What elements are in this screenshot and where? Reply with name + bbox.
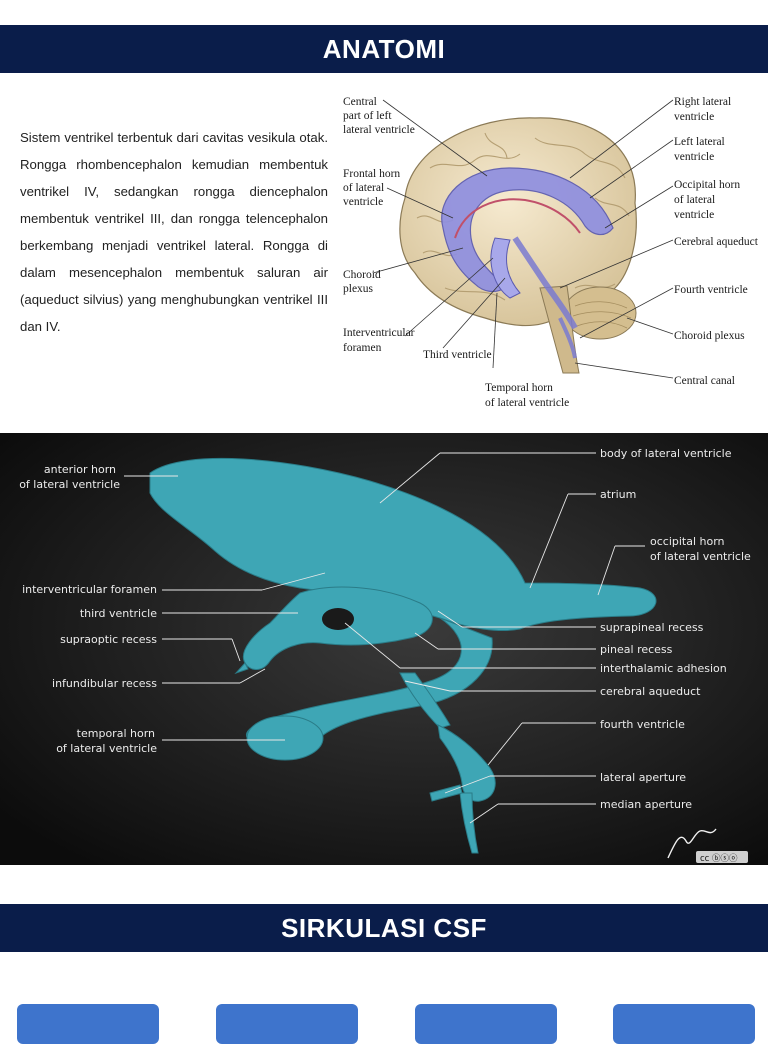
label-atrium: atrium	[600, 488, 636, 501]
label-anterior-horn: anterior horn	[44, 463, 116, 476]
label-infundibular-recess: infundibular recess	[52, 677, 157, 690]
label-occipital-horn-2: of lateral ventricle	[650, 550, 751, 563]
label-central-part-3: lateral ventricle	[343, 124, 415, 136]
label-occipital-horn-2: of lateral	[674, 194, 715, 206]
leader-lines	[372, 99, 674, 379]
label-anterior-horn-2: of lateral ventricle	[19, 478, 120, 491]
label-fourth-ventricle: Fourth ventricle	[674, 284, 748, 296]
label-fourth-ventricle: fourth ventricle	[600, 718, 685, 731]
label-lateral-aperture: lateral aperture	[600, 771, 686, 784]
artist-signature	[667, 828, 717, 859]
label-median-aperture: median aperture	[600, 798, 692, 811]
cerebellum	[563, 286, 637, 340]
section-title: ANATOMI	[322, 34, 446, 64]
flow-step-box	[17, 1004, 159, 1044]
section-header-anatomi: ANATOMI	[0, 25, 768, 73]
label-interventricular-foramen: interventricular foramen	[22, 583, 157, 596]
label-temporal-horn-2: of lateral ventricle	[56, 742, 157, 755]
label-occipital-horn-3: ventricle	[674, 209, 714, 221]
label-pineal-recess: pineal recess	[600, 643, 673, 656]
license-badge-text: cc ⓑⓢⓞ	[700, 854, 738, 864]
section-header-sirkulasi: SIRKULASI CSF	[0, 904, 768, 952]
label-choroid-plexus-left-2: plexus	[343, 283, 374, 295]
label-temporal-horn: Temporal horn	[485, 382, 553, 394]
license-badge	[696, 851, 748, 863]
label-body-lateral-ventricle: body of lateral ventricle	[600, 447, 732, 460]
label-third-ventricle: Third ventricle	[423, 349, 492, 361]
label-central-part: Central	[343, 96, 377, 108]
label-central-part-2: part of left	[343, 110, 392, 122]
label-temporal-horn: temporal horn	[77, 727, 155, 740]
label-choroid-plexus-right: Choroid plexus	[674, 330, 745, 342]
label-interventricular-foramen-2: foramen	[343, 342, 382, 354]
lateral-ventricle	[441, 167, 614, 293]
label-suprapineal-recess: suprapineal recess	[600, 621, 704, 634]
section-title: SIRKULASI CSF	[281, 913, 487, 943]
label-cerebral-aqueduct: cerebral aqueduct	[600, 685, 701, 698]
label-right-lateral-ventricle: Right lateral	[674, 96, 731, 108]
label-cerebral-aqueduct: Cerebral aqueduct	[674, 236, 759, 248]
label-occipital-horn: occipital horn	[650, 535, 725, 548]
brainstem	[539, 285, 580, 374]
interthalamic-adhesion	[322, 608, 354, 630]
ventricular-cast-illustration: anterior horn of lateral ventricle inter…	[0, 433, 768, 865]
flow-step-box	[415, 1004, 557, 1044]
label-central-canal: Central canal	[674, 375, 735, 387]
label-interventricular-foramen: Interventricular	[343, 327, 415, 339]
label-right-lateral-ventricle-2: ventricle	[674, 111, 714, 123]
brain-ventricles-illustration: Central part of left lateral ventricle F…	[343, 96, 759, 409]
label-frontal-horn-2: of lateral	[343, 182, 384, 194]
label-temporal-horn-2: of lateral ventricle	[485, 397, 569, 409]
label-choroid-plexus-left: Choroid	[343, 269, 381, 281]
label-frontal-horn: Frontal horn	[343, 168, 400, 180]
cast-leader-lines	[124, 452, 645, 824]
label-occipital-horn: Occipital horn	[674, 179, 740, 191]
flow-step-box	[216, 1004, 358, 1044]
flow-step-box	[613, 1004, 755, 1044]
label-interthalamic-adhesion: interthalamic adhesion	[600, 662, 727, 675]
brain-outline	[399, 117, 637, 327]
label-third-ventricle: third ventricle	[80, 607, 157, 620]
label-frontal-horn-3: ventricle	[343, 196, 383, 208]
label-left-lateral-ventricle: Left lateral	[674, 136, 725, 148]
label-supraoptic-recess: supraoptic recess	[60, 633, 157, 646]
label-left-lateral-ventricle-2: ventricle	[674, 151, 714, 163]
intro-paragraph: Sistem ventrikel terbentuk dari cavitas …	[20, 130, 328, 334]
